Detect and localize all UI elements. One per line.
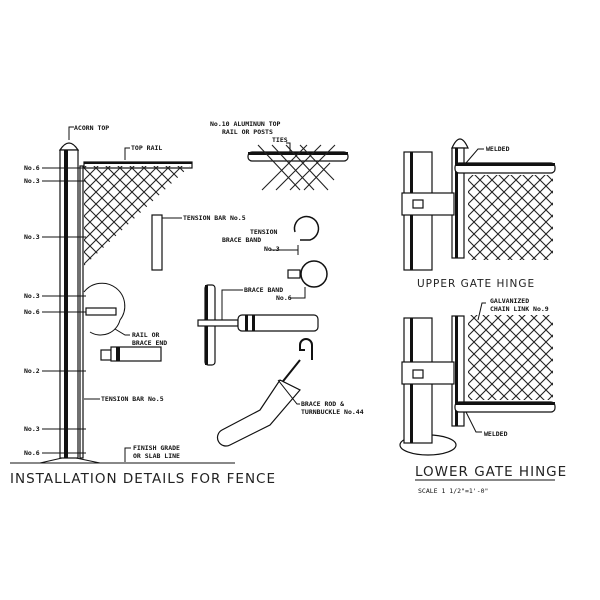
gate-mesh bbox=[468, 175, 553, 260]
tension-bar-no5 bbox=[151, 214, 163, 271]
label-acorn-top: ACORN TOP bbox=[74, 124, 109, 132]
label-rail-brace-end-1: RAIL OR bbox=[132, 331, 159, 339]
label-galvanized-2: CHAIN LINK No.9 bbox=[490, 305, 549, 313]
label-tension-brace-band-1: TENSION bbox=[250, 228, 277, 236]
label-brace-band-2: No.6 bbox=[276, 294, 292, 302]
label-ties-1: No.10 ALUMINUN TOP bbox=[210, 120, 281, 128]
title-lower-gate-hinge: LOWER GATE HINGE bbox=[415, 464, 567, 480]
brace-band bbox=[300, 260, 328, 288]
label-finish-grade-1: FINISH GRADE bbox=[133, 444, 180, 452]
band-label: No.6 bbox=[24, 308, 40, 316]
label-rail-brace-end-2: BRACE END bbox=[132, 339, 167, 347]
mesh-section bbox=[257, 144, 336, 191]
component-details bbox=[151, 142, 349, 447]
hinge-band bbox=[401, 192, 455, 216]
line-post bbox=[59, 149, 79, 459]
label-finish-grade-2: OR SLAB LINE bbox=[133, 452, 180, 460]
upper-gate-hinge bbox=[401, 138, 556, 271]
band-label: No.3 bbox=[24, 233, 40, 241]
band-label: No.6 bbox=[24, 164, 40, 172]
band-labels: No.6 No.3 No.3 No.3 No.6 No.2 No.3 No.6 bbox=[24, 164, 40, 457]
band-label: No.2 bbox=[24, 367, 40, 375]
label-tension-bar-no5: TENSION BAR No.5 bbox=[183, 214, 246, 222]
label-tension-brace-band-3: No.3 bbox=[264, 245, 280, 253]
band-label: No.6 bbox=[24, 449, 40, 457]
label-brace-rod-1: BRACE ROD & bbox=[301, 400, 344, 408]
label-galvanized-1: GALVANIZED bbox=[490, 297, 529, 305]
lower-gate-hinge bbox=[399, 302, 556, 481]
chain-link-mesh bbox=[84, 166, 190, 266]
band-label: No.3 bbox=[24, 177, 40, 185]
hinge-band-lower bbox=[401, 361, 455, 385]
label-brace-rod-2: TURNBUCKLE No.44 bbox=[301, 408, 364, 416]
label-ties-3: TIES bbox=[272, 136, 288, 144]
brace-rail bbox=[237, 314, 319, 332]
label-top-rail: TOP RAIL bbox=[131, 144, 162, 152]
band-label: No.3 bbox=[24, 425, 40, 433]
turnbuckle bbox=[216, 379, 301, 447]
band-label: No.3 bbox=[24, 292, 40, 300]
label-welded-upper: WELDED bbox=[486, 145, 510, 153]
title-upper-gate-hinge: UPPER GATE HINGE bbox=[417, 278, 535, 290]
label-tension-brace-band-2: BRACE BAND bbox=[222, 236, 261, 244]
label-welded-lower: WELDED bbox=[484, 430, 508, 438]
label-tension-bar: TENSION BAR No.5 bbox=[101, 395, 164, 403]
line-post-detail bbox=[10, 126, 235, 464]
label-brace-band-1: BRACE BAND bbox=[244, 286, 283, 294]
title-installation-details: INSTALLATION DETAILS FOR FENCE bbox=[10, 471, 276, 487]
gate-mesh-lower bbox=[468, 315, 553, 400]
label-ties-2: RAIL OR POSTS bbox=[222, 128, 273, 136]
label-scale: SCALE 1 1/2"=1'-0" bbox=[418, 487, 488, 495]
rail-end bbox=[110, 346, 162, 362]
acorn-top-cap bbox=[58, 142, 80, 151]
